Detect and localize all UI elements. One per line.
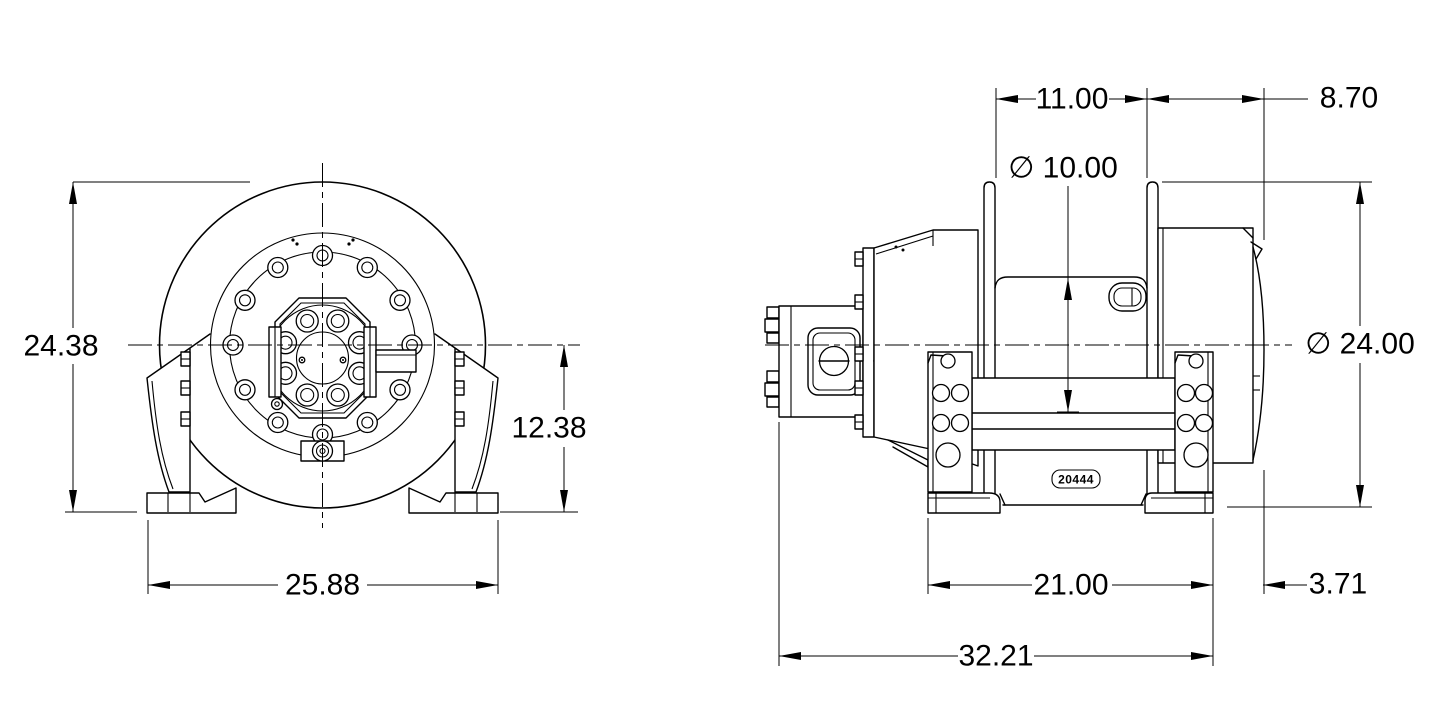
dim-label-base-height: 12.38	[511, 412, 586, 445]
foot-pad-left	[146, 487, 237, 514]
dim-drum-width: 11.00	[995, 83, 1148, 178]
index-mark	[291, 238, 295, 242]
foot-left-side	[927, 492, 1001, 514]
dim-front-overall-height: 24.38	[23, 181, 250, 513]
drum-flange-right-side	[1146, 181, 1159, 506]
motor-port-boss	[766, 306, 780, 319]
front-view: 24.38 12.38 25.88	[23, 163, 587, 602]
foot-pad-right	[408, 487, 499, 514]
mounting-bracket-left	[146, 333, 237, 514]
dim-label-drum-width: 11.00	[1036, 83, 1109, 116]
dim-end-overhang: 3.71	[1263, 470, 1367, 601]
side-bracket-right	[1174, 351, 1214, 493]
dim-label-overall-length: 32.21	[958, 640, 1033, 673]
motor-port-boss	[764, 382, 780, 397]
gear-housing-ring	[209, 232, 436, 458]
dim-label-foot-span: 21.00	[1033, 569, 1108, 602]
foot-right-side	[1144, 492, 1214, 514]
base-plate	[999, 493, 1147, 506]
mounting-bracket-right	[408, 333, 499, 514]
dim-drum-to-end: 8.70	[1147, 82, 1378, 240]
dim-flange-diameter: ∅ 24.00	[1162, 181, 1415, 508]
index-mark	[351, 238, 355, 242]
dim-barrel-diameter: ∅ 10.00	[1008, 152, 1118, 413]
motor-port-boss	[764, 318, 780, 333]
dim-overall-length: 32.21	[778, 422, 1213, 673]
ratchet-edge	[1252, 246, 1265, 461]
side-view: 20444 11.00 8.70 ∅	[764, 82, 1415, 673]
dim-label-end-overhang: 3.71	[1309, 568, 1367, 601]
dim-label-flange-diameter: ∅ 24.00	[1305, 328, 1415, 361]
hydraulic-motor	[764, 247, 880, 438]
motor-port-boss	[766, 332, 780, 344]
drum-barrel	[994, 276, 1148, 289]
dim-front-base-height: 12.38	[500, 345, 587, 513]
motor-flange-center	[268, 297, 417, 419]
torque-arm	[375, 349, 417, 373]
tie-bar	[971, 377, 1176, 451]
dim-label-overall-height: 24.38	[23, 330, 98, 363]
drain-plug	[270, 397, 284, 411]
serial-tag-label: 20444	[1058, 473, 1094, 487]
dim-label-drum-to-end: 8.70	[1320, 82, 1378, 115]
dim-label-barrel-diameter: ∅ 10.00	[1008, 152, 1118, 185]
ring-bolts	[222, 244, 423, 446]
index-mark	[347, 242, 351, 246]
centerlines-front	[128, 163, 580, 528]
dim-label-foot-width: 25.88	[285, 569, 360, 602]
motor-port-boss	[766, 370, 780, 383]
index-mark	[295, 242, 299, 246]
dim-foot-span: 21.00	[927, 518, 1214, 666]
motor-mount-flange	[862, 247, 875, 438]
serial-tag: 20444	[1051, 469, 1101, 489]
side-bracket-left	[927, 351, 973, 493]
dim-front-foot-width: 25.88	[147, 520, 499, 602]
cable-anchor-pocket	[1108, 282, 1147, 312]
motor-port-boss	[766, 396, 780, 408]
drum-flange-left-side	[983, 181, 996, 506]
